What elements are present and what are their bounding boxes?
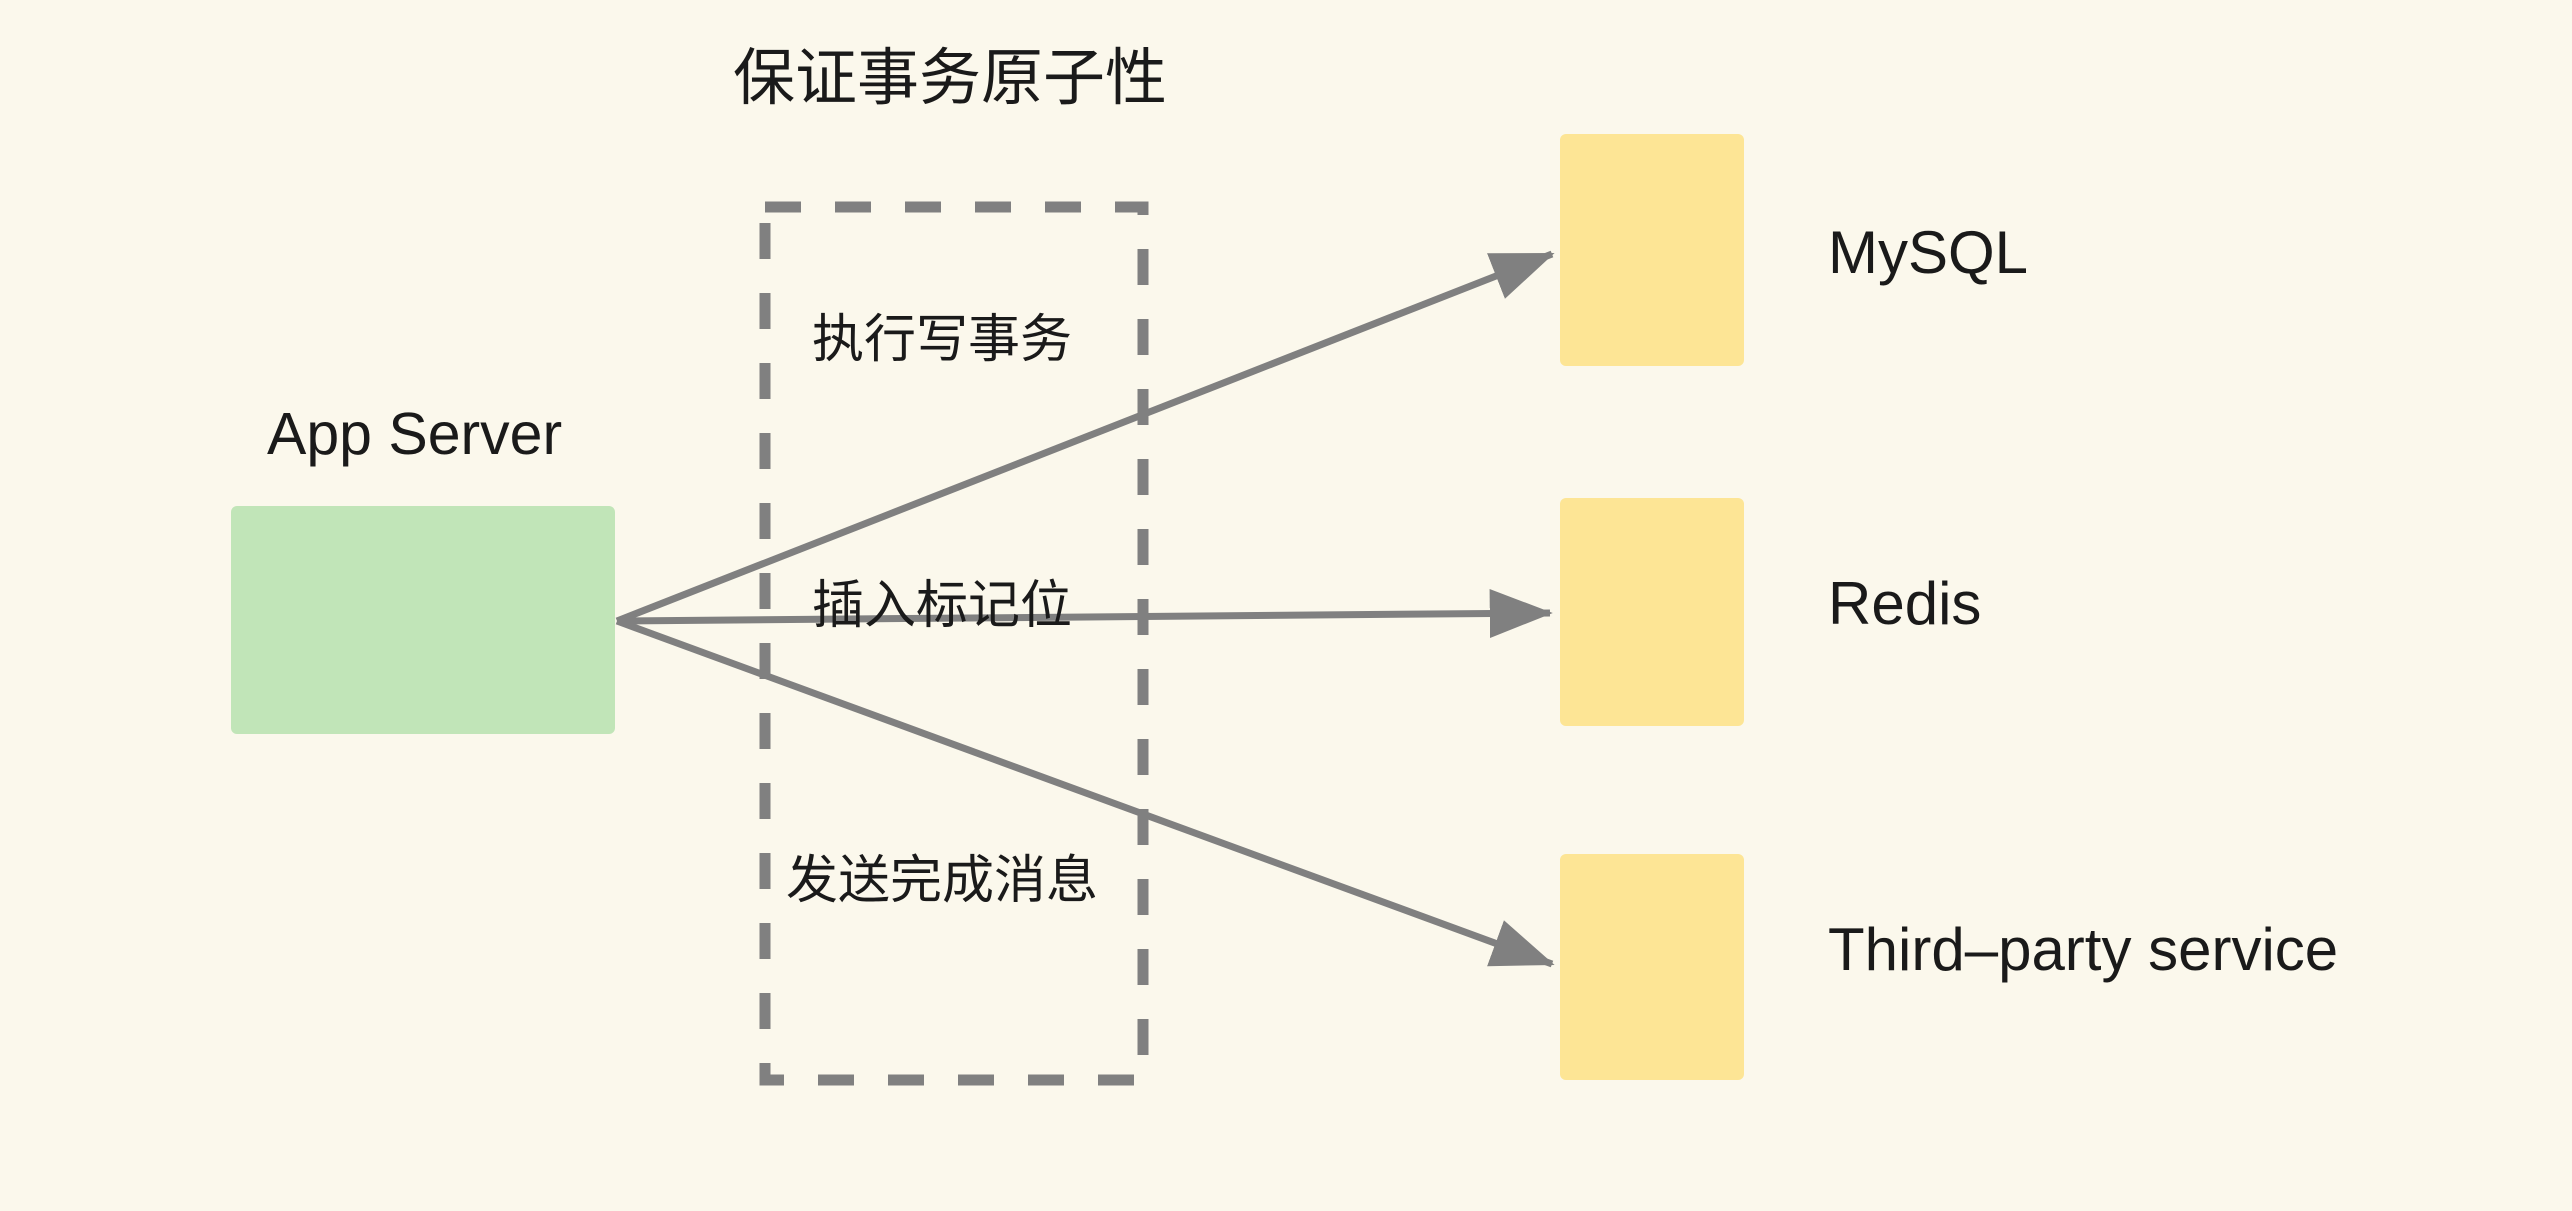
edge-app-server-to-third-party bbox=[615, 617, 1555, 968]
app-server-node[interactable] bbox=[231, 506, 615, 734]
redis-node[interactable] bbox=[1560, 498, 1744, 726]
edge-label-send-completion-message: 发送完成消息 bbox=[786, 852, 1099, 910]
edge-app-server-to-redis bbox=[616, 589, 1553, 639]
edge-app-server-to-mysql bbox=[615, 250, 1555, 625]
mysql-label: MySQL bbox=[1828, 219, 2029, 286]
third-party-service-node[interactable] bbox=[1560, 854, 1744, 1080]
redis-label: Redis bbox=[1828, 570, 1982, 637]
grouping-box bbox=[759, 201, 1149, 1086]
edge-label-execute-write-transaction: 执行写事务 bbox=[812, 311, 1073, 369]
edge-label-insert-marker: 插入标记位 bbox=[812, 577, 1073, 635]
app-server-label: App Server bbox=[267, 401, 563, 467]
third-party-service-label: Third–party service bbox=[1828, 916, 2339, 983]
mysql-node[interactable] bbox=[1560, 134, 1744, 366]
diagram-title: 保证事务原子性 bbox=[733, 44, 1168, 113]
